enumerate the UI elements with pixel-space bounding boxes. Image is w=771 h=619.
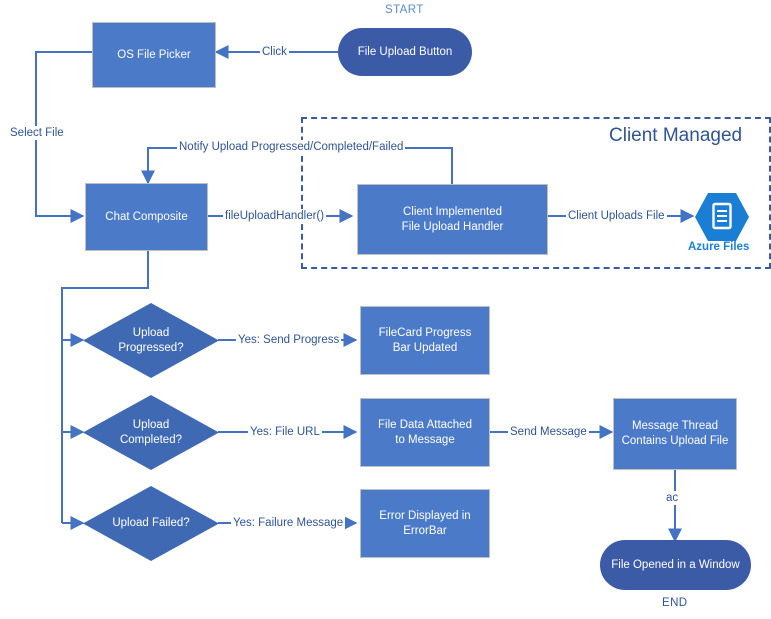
node-filecard-progress-bar-updated[interactable]: FileCard Progress Bar Updated [360,306,490,375]
node-chat-composite[interactable]: Chat Composite [85,183,208,251]
decision-upload-failed[interactable]: Upload Failed? [83,486,219,561]
node-file-data-line2: to Message [395,433,455,446]
decision-upload-progressed[interactable]: Upload Progressed? [83,303,219,378]
edge-decision-spine [61,251,149,523]
start-label: START [385,4,424,16]
node-message-thread-line2: Contains Upload File [621,435,729,447]
edge-label-select-file: Select File [8,126,66,140]
edge-label-notify: Notify Upload Progressed/Completed/Faile… [177,140,406,154]
edge-label-yes-failure-message: Yes: Failure Message [231,516,346,530]
node-file-opened-label: File Opened in a Window [611,558,740,571]
edge-label-file-upload-handler: fileUploadHandler() [223,209,327,223]
end-label: END [662,597,688,609]
node-client-handler-label-line2: File Upload Handler [401,220,504,233]
node-file-data-line1: File Data Attached [378,418,472,431]
node-filecard-line1: FileCard Progress [378,326,472,339]
client-managed-group [301,117,771,269]
node-os-file-picker-label: OS File Picker [117,48,191,61]
node-client-implemented-file-upload-handler[interactable]: Client Implemented File Upload Handler [357,184,548,255]
node-message-thread-line1: Message Thread [631,420,719,432]
node-os-file-picker[interactable]: OS File Picker [92,22,216,88]
node-file-opened-in-a-window[interactable]: File Opened in a Window [600,540,751,590]
client-managed-title: Client Managed [609,125,743,146]
node-client-handler-label-line1: Client Implemented [402,205,503,218]
edge-label-yes-file-url: Yes: File URL [248,425,322,439]
azure-files-caption: Azure Files [688,241,750,253]
edge-label-send-message: Send Message [508,425,589,439]
node-message-thread-contains-upload-file[interactable]: Message Thread Contains Upload File [613,398,737,470]
edge-label-ac: ac [664,491,681,505]
node-file-data-attached-to-message[interactable]: File Data Attached to Message [360,398,490,467]
node-error-line1: Error Displayed in [379,509,471,522]
node-file-upload-button-label: File Upload Button [357,45,453,58]
edge-label-yes-send-progress: Yes: Send Progress [236,333,342,347]
node-error-displayed-in-errorbar[interactable]: Error Displayed in ErrorBar [360,489,490,558]
node-file-upload-button[interactable]: File Upload Button [338,28,472,76]
edge-label-click: Click [260,45,289,59]
node-chat-composite-label: Chat Composite [105,210,188,223]
azure-files-icon [694,192,750,242]
node-filecard-line2: Bar Updated [392,341,458,354]
node-error-line2: ErrorBar [403,524,447,537]
edge-label-client-uploads-file: Client Uploads File [566,209,667,223]
decision-upload-completed[interactable]: Upload Completed? [83,395,219,470]
